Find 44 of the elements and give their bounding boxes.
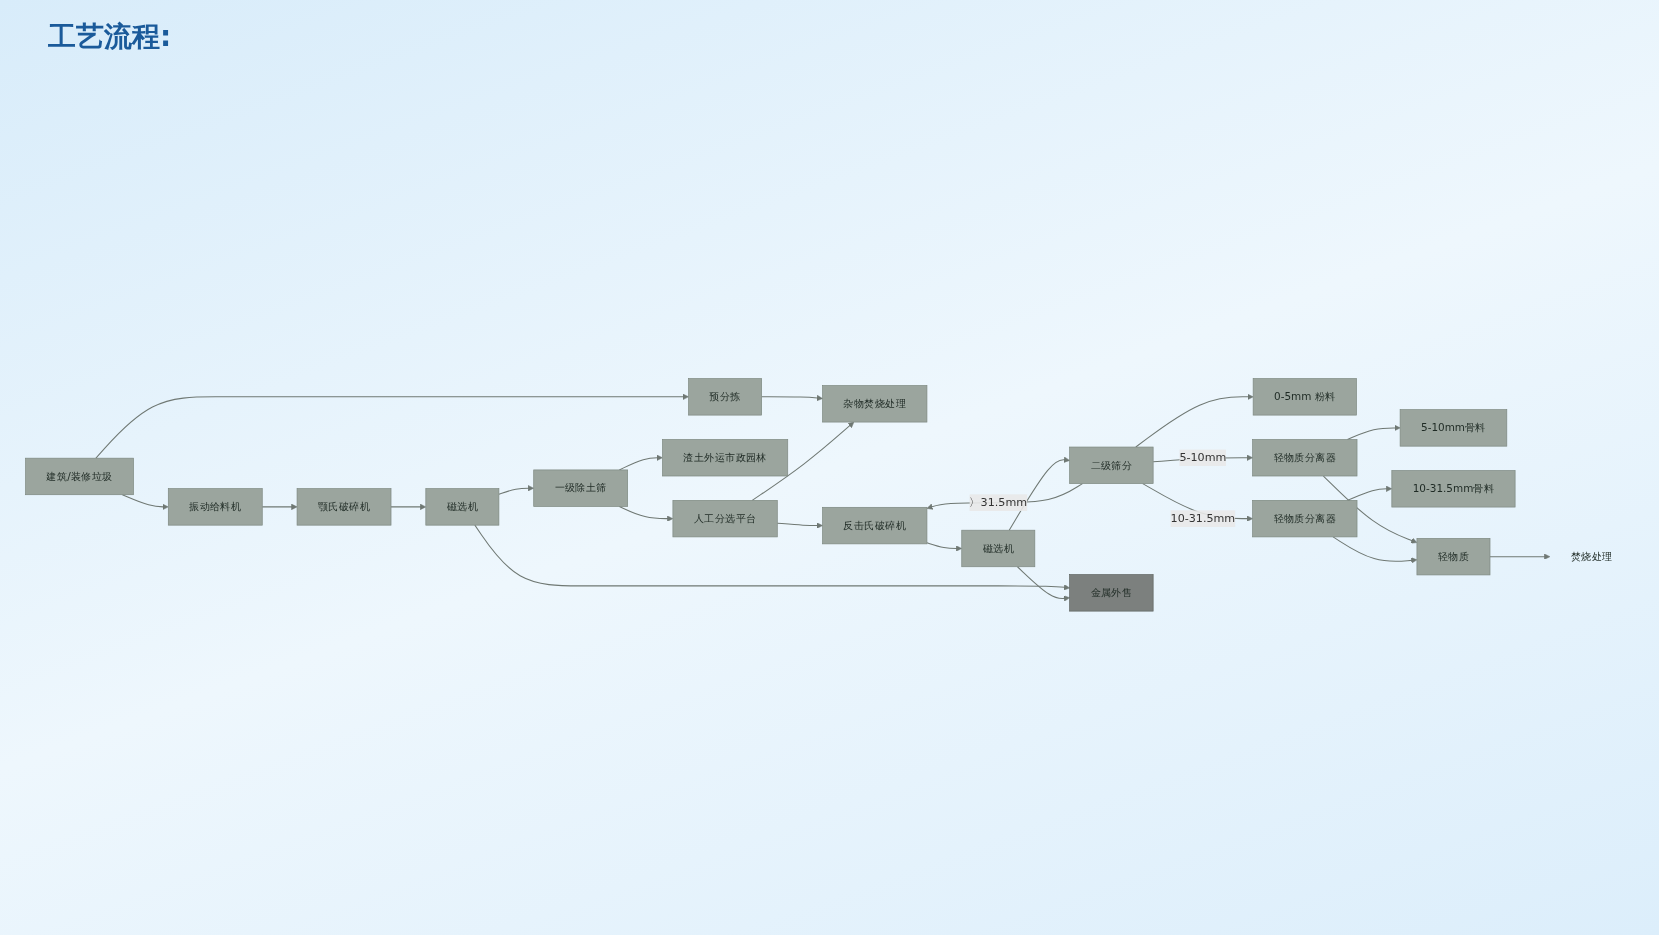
- node-box: 轻物质分离器: [1252, 439, 1358, 477]
- node-box: 轻物质分离器: [1252, 500, 1358, 538]
- node-box: 颚氏破碎机: [296, 488, 392, 526]
- arrow: [1346, 485, 1393, 502]
- node-box: 10-31.5mm骨料: [1391, 470, 1516, 508]
- arrow: [1346, 425, 1401, 441]
- arrow: [1322, 475, 1418, 544]
- node-box: 5-10mm骨料: [1399, 409, 1508, 447]
- arrow: [618, 506, 674, 522]
- node-box: 轻物质: [1416, 538, 1491, 576]
- arrow: [776, 522, 823, 529]
- arrow: [618, 454, 663, 471]
- diagram-title: 工艺流程:: [48, 19, 172, 55]
- node-box: 磁选机: [425, 488, 500, 526]
- arrow: [1489, 553, 1551, 560]
- arrow: [1008, 456, 1070, 531]
- node-box: 二级筛分: [1069, 446, 1154, 485]
- arrow: [761, 395, 823, 402]
- arrow: [261, 504, 298, 511]
- node-box: 渣土外运市政园林: [662, 439, 789, 477]
- arrow: [121, 494, 169, 511]
- node-box: 金属外售: [1069, 574, 1154, 612]
- node-box: 预分拣: [688, 378, 762, 416]
- edge-label: 5-10mm: [1179, 450, 1227, 465]
- node-box: 磁选机: [961, 530, 1036, 568]
- node-box: 反击氏破碎机: [822, 507, 928, 545]
- node-box: 人工分选平台: [672, 500, 778, 538]
- edge-label: 10-31.5mm: [1170, 511, 1236, 526]
- arrow: [751, 421, 855, 502]
- node-box: 振动给料机: [167, 488, 263, 526]
- arrow: [474, 524, 1070, 591]
- edge-label: 〉31.5mm: [969, 495, 1028, 510]
- arrow: [498, 485, 534, 495]
- arrow: [926, 542, 962, 552]
- node-box: 0-5mm 粉料: [1252, 378, 1357, 416]
- arrow: [1332, 536, 1418, 564]
- node-box: 杂物焚烧处理: [822, 385, 928, 423]
- arrow: [390, 504, 427, 511]
- node-text: 焚烧处理: [1570, 550, 1613, 563]
- arrow: [95, 393, 689, 459]
- node-box: 建筑/装修垃圾: [25, 457, 134, 496]
- arrow: [1135, 393, 1254, 448]
- node-box: 一级除土筛: [533, 469, 628, 507]
- arrow: [1016, 566, 1070, 602]
